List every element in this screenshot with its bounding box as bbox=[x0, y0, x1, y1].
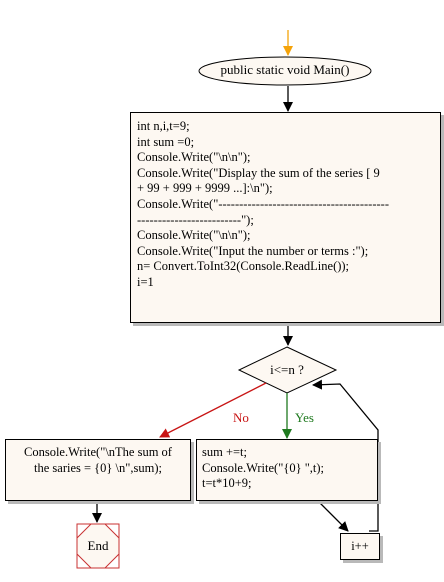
code-line: Console.Write("-------------------------… bbox=[137, 196, 389, 227]
increment-block: i++ bbox=[340, 533, 380, 560]
decision-label: i<=n ? bbox=[270, 362, 304, 377]
start-node-shape bbox=[198, 56, 372, 86]
code-line: Console.Write("Display the sum of the se… bbox=[137, 165, 380, 196]
code-line: t=t*10+9; bbox=[202, 476, 252, 491]
code-line: int n,i,t=9; bbox=[137, 119, 190, 133]
arrow-body-to-increment bbox=[317, 500, 349, 532]
output-text: Console.Write("\nThe sum of the saries =… bbox=[24, 445, 172, 475]
code-line: n= Convert.ToInt32(Console.ReadLine()); bbox=[137, 259, 350, 274]
code-line: Console.Write("{0} ",t); bbox=[202, 460, 325, 475]
end-node-frame bbox=[76, 523, 120, 569]
increment-label: i++ bbox=[351, 539, 369, 553]
init-code-block: int n,i,t=9; int sum =0; Console.Write("… bbox=[130, 112, 441, 323]
loop-body-block: sum +=t; Console.Write("{0} ",t); t=t*10… bbox=[196, 439, 378, 501]
output-block: Console.Write("\nThe sum of the saries =… bbox=[5, 439, 191, 501]
arrow-no-branch bbox=[159, 382, 267, 438]
code-line: Console.Write("Input the number or terms… bbox=[137, 243, 369, 258]
end-node-label: End bbox=[87, 538, 109, 553]
code-line: Console.Write("\n\n"); bbox=[137, 228, 251, 243]
code-line: Console.Write("\n\n"); bbox=[137, 150, 251, 165]
code-line: int sum =0; bbox=[137, 134, 195, 149]
start-node-label: public static void Main() bbox=[220, 62, 350, 77]
code-line: sum +=t; bbox=[202, 445, 248, 459]
no-branch-label: No bbox=[233, 410, 249, 425]
yes-branch-label: Yes bbox=[295, 410, 314, 425]
arrow-loop-back bbox=[312, 379, 379, 532]
code-line: i=1 bbox=[137, 274, 154, 289]
